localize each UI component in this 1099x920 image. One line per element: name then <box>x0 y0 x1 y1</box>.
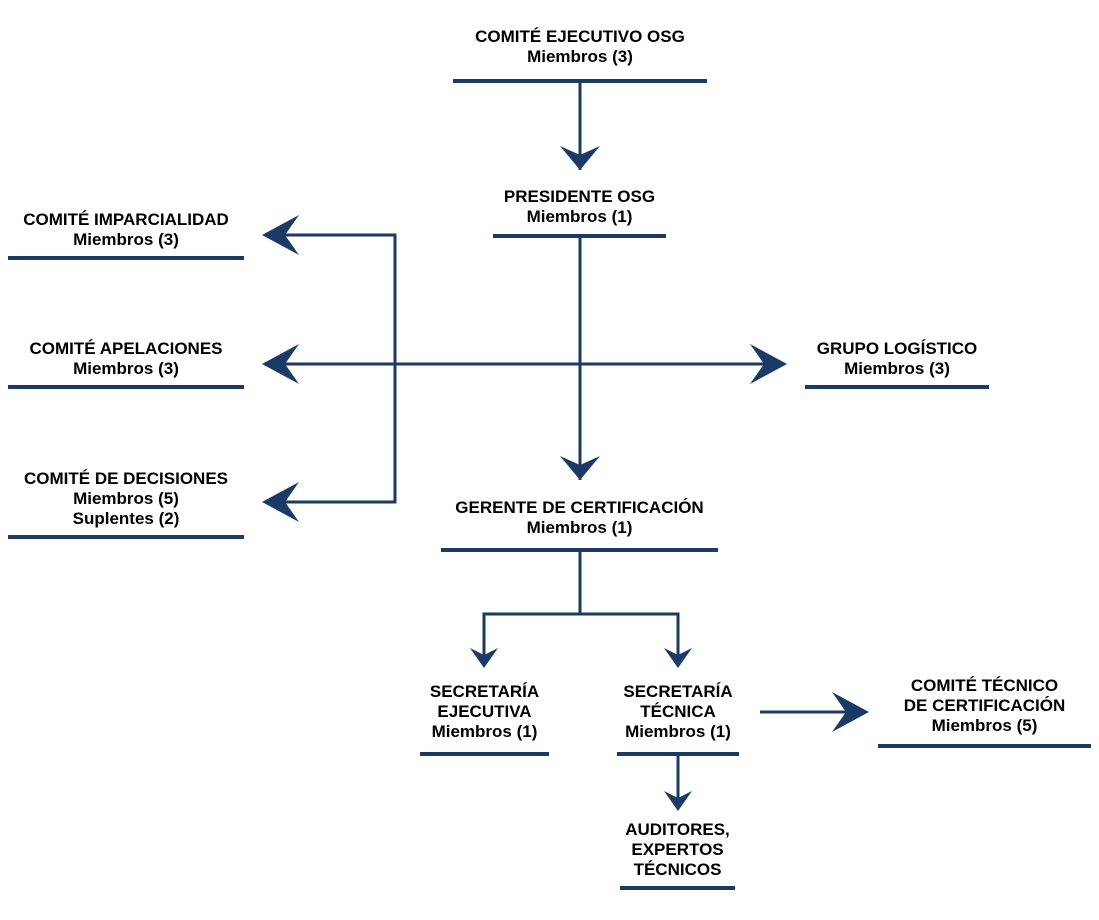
node-underline <box>878 744 1091 748</box>
node-label-line: Miembros (1) <box>526 518 633 537</box>
node-underline <box>8 256 244 260</box>
node-underline <box>617 752 739 756</box>
arrowhead-president <box>560 146 600 170</box>
node-label-line: Miembros (5) <box>931 716 1038 735</box>
node-label-line: TÉCNICOS <box>633 860 722 879</box>
node-label-line: SECRETARÍA <box>429 682 540 701</box>
node-label-line: Miembros (3) <box>527 47 633 66</box>
arrowhead-exec-secretary <box>470 648 498 668</box>
node-label-line: Miembros (1) <box>431 722 538 741</box>
node-underline <box>441 548 718 552</box>
node-underline <box>420 752 549 756</box>
node-label-line: EJECUTIVA <box>437 702 532 721</box>
node-label-line: COMITÉ IMPARCIALIDAD <box>23 210 229 229</box>
node-underline <box>620 886 735 890</box>
node-label-line: EXPERTOS <box>631 840 724 859</box>
node-label-line: GERENTE DE CERTIFICACIÓN <box>455 498 704 517</box>
arrowhead-tech-committee <box>832 692 869 732</box>
node-label-line: DE CERTIFICACIÓN <box>903 696 1066 715</box>
node-label-line: COMITÉ TÉCNICO <box>910 676 1059 695</box>
node-underline <box>8 385 244 389</box>
node-label-line: COMITÉ DE DECISIONES <box>23 469 229 488</box>
arrowhead-logistics <box>750 344 787 384</box>
node-label-line: Miembros (3) <box>844 359 950 378</box>
node-underline <box>8 535 244 539</box>
node-label-line: Miembros (5) <box>73 489 179 508</box>
node-underline <box>453 79 707 83</box>
node-label-line: COMITÉ APELACIONES <box>29 339 223 358</box>
arrowhead-auditors <box>664 791 692 811</box>
node-label-line: GRUPO LOGÍSTICO <box>816 339 978 358</box>
node-label-line: Miembros (1) <box>625 722 731 741</box>
arrowhead-tech-secretary <box>664 648 692 668</box>
node-label-line: PRESIDENTE OSG <box>503 187 656 206</box>
node-label-line: Miembros (3) <box>73 230 179 249</box>
node-label-line: TÉCNICA <box>640 702 716 721</box>
node-label-line: Suplentes (2) <box>72 509 180 528</box>
arrowhead-manager <box>560 456 600 480</box>
node-label-line: COMITÉ EJECUTIVO OSG <box>475 27 685 46</box>
node-underline <box>493 234 666 238</box>
connector-branch-impartiality-decisions <box>275 233 397 504</box>
node-underline <box>805 385 989 389</box>
connector-split-secretaries <box>482 612 680 664</box>
arrowhead-appeals <box>262 344 299 384</box>
arrowhead-decisions <box>262 482 299 522</box>
node-label-line: AUDITORES, <box>625 820 730 839</box>
node-label-line: SECRETARÍA <box>623 682 733 701</box>
node-label-line: Miembros (1) <box>526 207 633 226</box>
node-label-line: Miembros (3) <box>73 359 179 378</box>
arrowhead-impartiality <box>262 215 299 255</box>
